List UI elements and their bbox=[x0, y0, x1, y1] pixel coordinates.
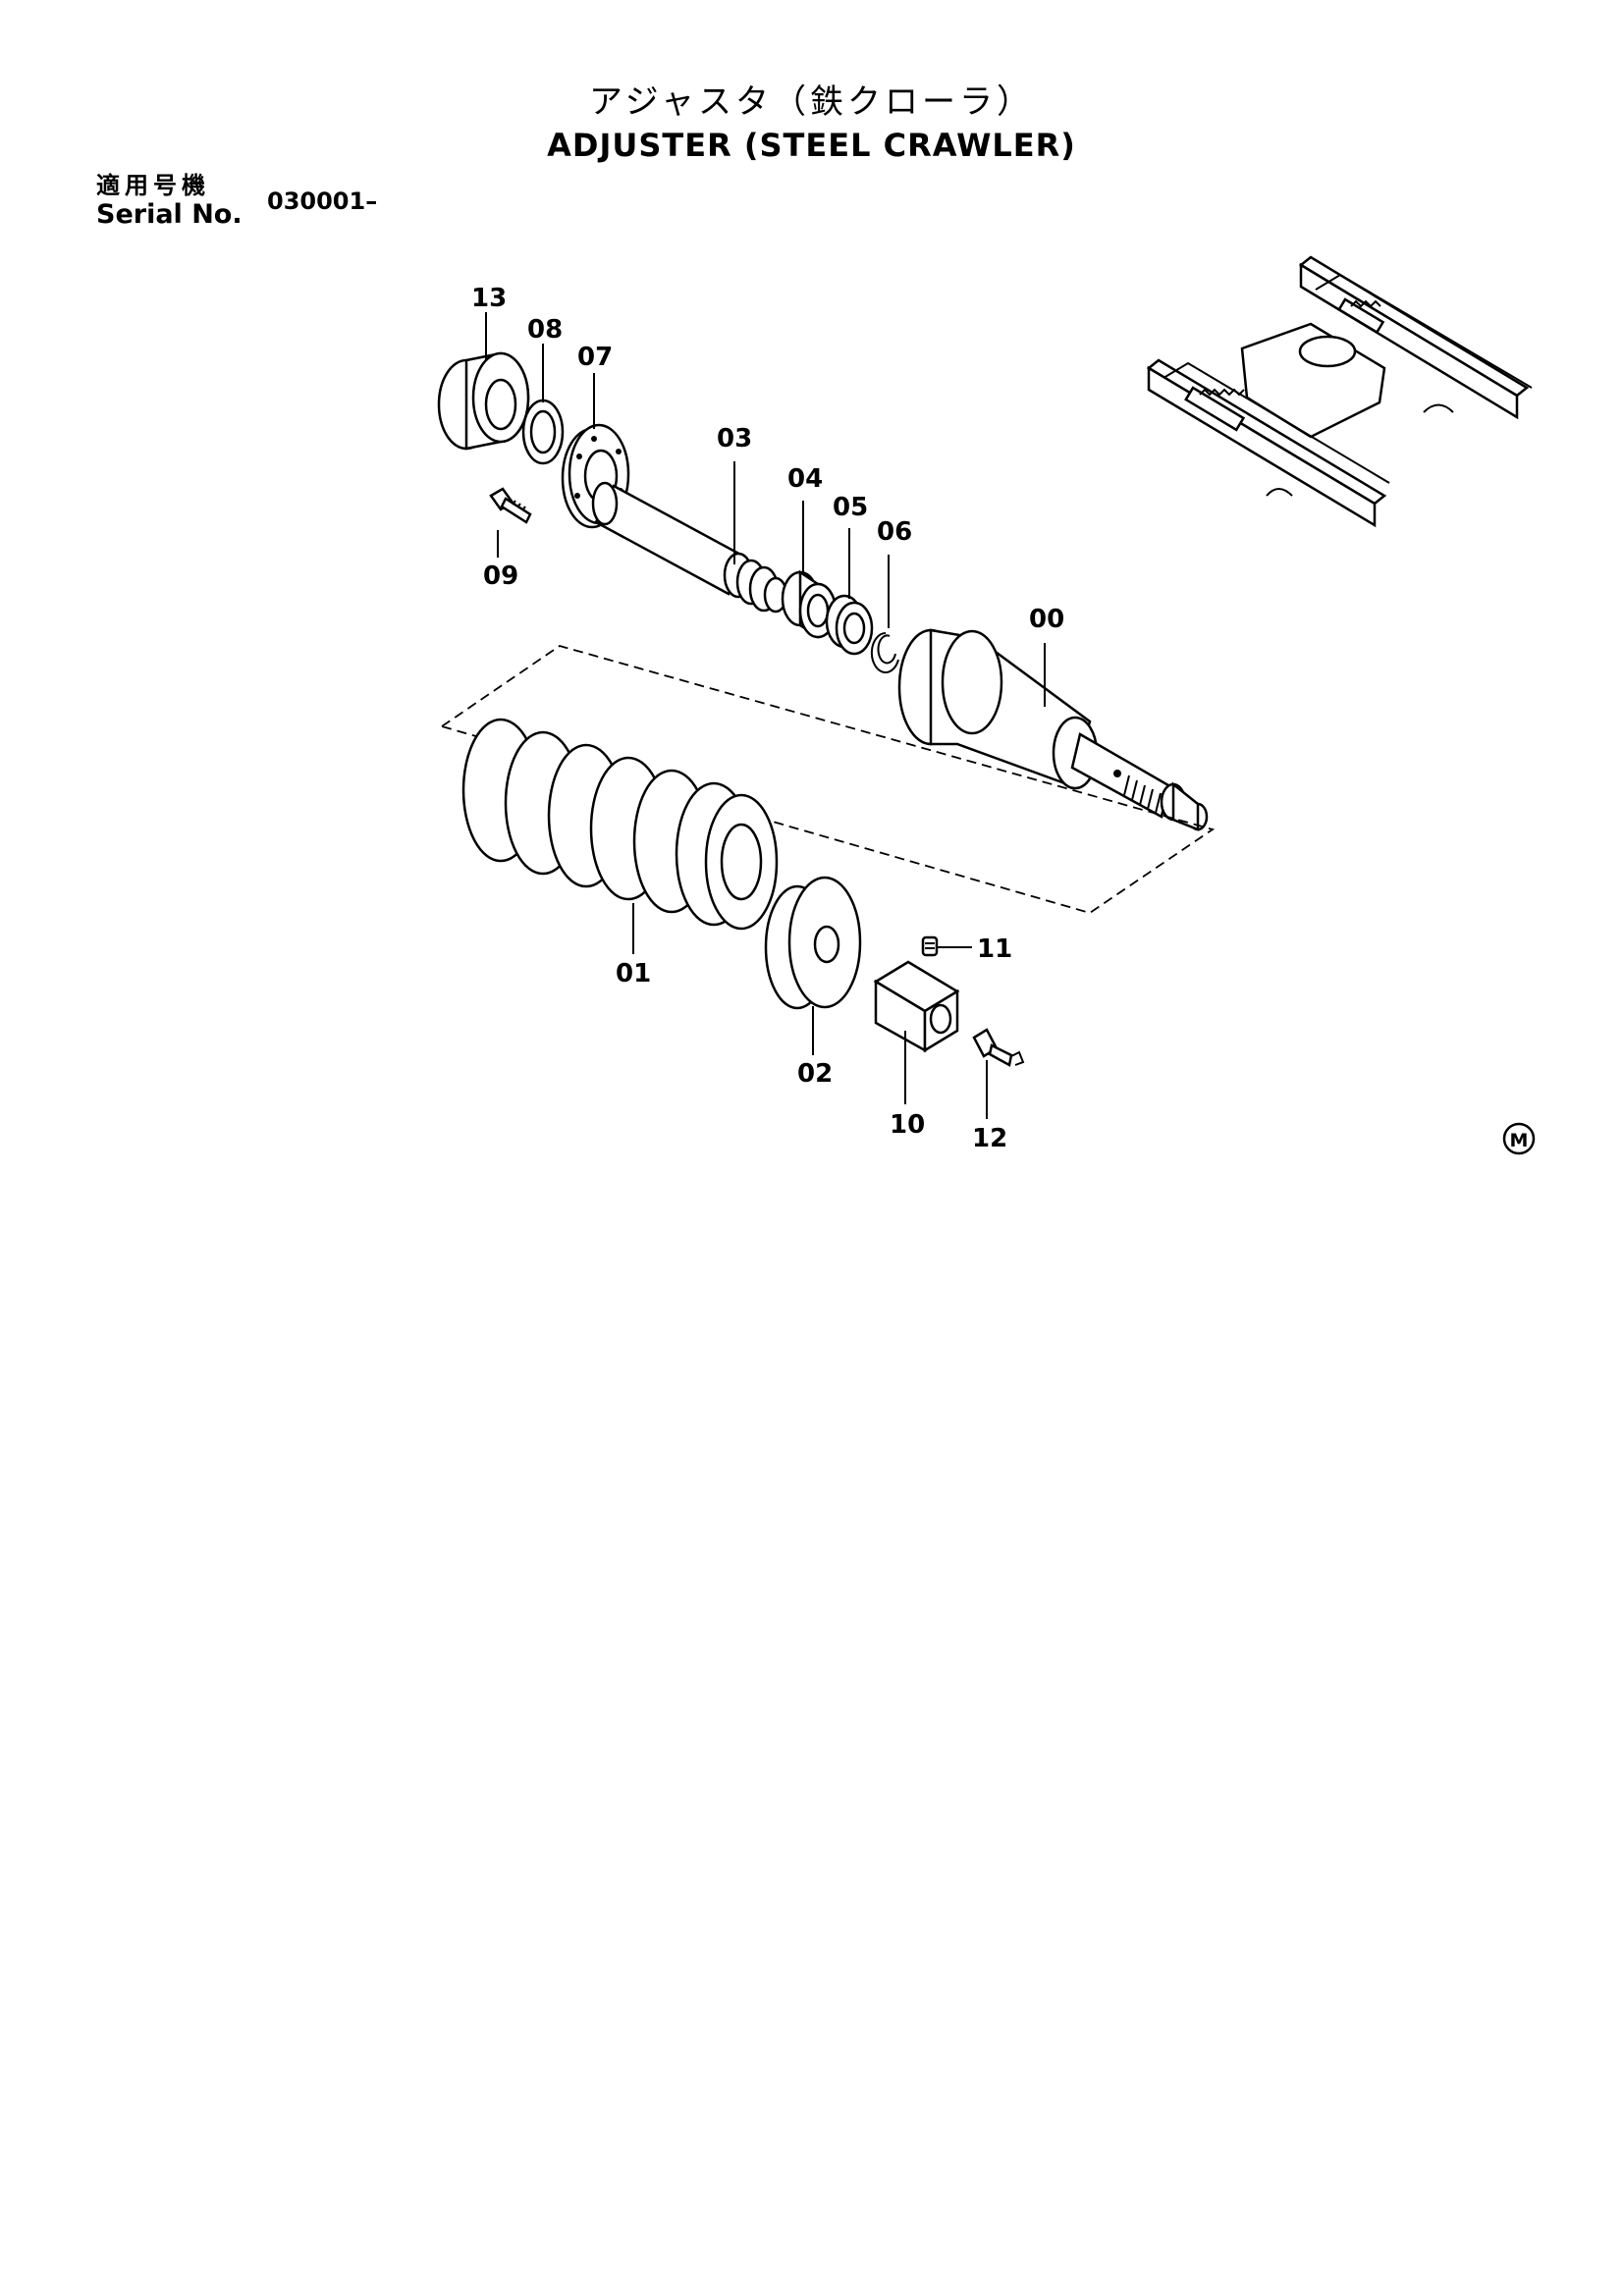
model-marker: M bbox=[1502, 1122, 1536, 1155]
part-09-bolt bbox=[489, 487, 532, 524]
callout-10: 10 bbox=[890, 1110, 925, 1140]
callout-01: 01 bbox=[616, 959, 651, 988]
marker-letter: M bbox=[1510, 1130, 1529, 1151]
part-05-packing bbox=[825, 594, 874, 656]
callout-00: 00 bbox=[1029, 605, 1064, 634]
part-08-seal bbox=[521, 399, 565, 465]
part-10-block bbox=[873, 960, 960, 1053]
part-13-cushion bbox=[437, 351, 530, 451]
callout-09: 09 bbox=[483, 561, 518, 591]
part-00-cylinder bbox=[897, 628, 1209, 831]
callout-12: 12 bbox=[972, 1124, 1007, 1153]
exploded-parts-diagram: 13 08 07 03 04 05 06 00 09 01 02 10 11 1… bbox=[437, 255, 1536, 1155]
callout-08: 08 bbox=[527, 315, 563, 345]
crawler-frame-inset bbox=[1146, 255, 1533, 528]
callout-13: 13 bbox=[471, 284, 507, 313]
part-02-cap bbox=[764, 876, 862, 1010]
serial-label-english: Serial No. bbox=[96, 199, 243, 230]
part-11-plug bbox=[921, 935, 939, 957]
part-03-rod bbox=[591, 481, 788, 614]
part-06-snap-ring bbox=[870, 631, 899, 673]
title-japanese: アジャスタ（鉄クローラ） bbox=[589, 82, 1034, 122]
callout-06: 06 bbox=[877, 517, 912, 547]
callout-11: 11 bbox=[977, 934, 1012, 964]
assembly-outline bbox=[439, 645, 1216, 914]
serial-number-value: 030001– bbox=[267, 187, 378, 215]
serial-label-japanese: 適用号機 bbox=[96, 172, 210, 199]
callout-07: 07 bbox=[577, 343, 613, 372]
callout-02: 02 bbox=[797, 1059, 833, 1089]
leader-lines bbox=[485, 312, 1046, 1119]
callout-labels: 13 08 07 03 04 05 06 00 09 01 02 10 11 1… bbox=[471, 284, 1064, 1153]
callout-03: 03 bbox=[717, 424, 752, 454]
callout-05: 05 bbox=[833, 493, 868, 522]
part-12-fitting bbox=[972, 1028, 1025, 1067]
callout-04: 04 bbox=[787, 464, 823, 494]
title-english: ADJUSTER (STEEL CRAWLER) bbox=[547, 127, 1076, 164]
part-01-spring bbox=[461, 718, 779, 931]
